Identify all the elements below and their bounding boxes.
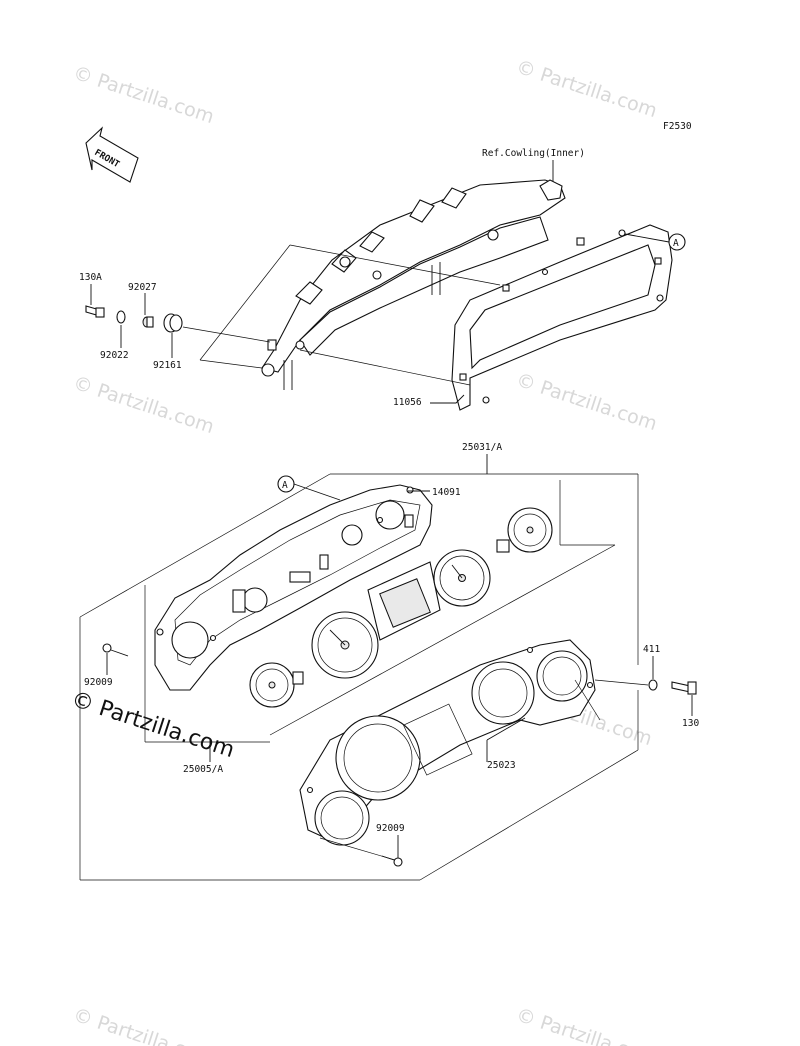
label-130: 130	[682, 718, 699, 729]
reference-marker-label: A	[282, 480, 288, 491]
watermark: © Partzilla.com	[513, 56, 659, 122]
label-130a: 130A	[79, 272, 102, 283]
hardware-upper	[85, 305, 183, 333]
screw-bottom	[381, 855, 403, 867]
watermark: © Partzilla.com	[70, 62, 216, 128]
meter-case-housing	[154, 484, 433, 691]
meter-assembly	[249, 507, 553, 708]
watermark: © Partzilla.com	[513, 369, 659, 435]
label-92027: 92027	[128, 282, 157, 293]
label-14091: 14091	[432, 487, 461, 498]
label-92161: 92161	[153, 360, 182, 371]
label-ref-cowling: Ref.Cowling(Inner)	[482, 148, 585, 159]
hardware-lower-right	[648, 679, 697, 695]
label-92009-bottom: 92009	[376, 823, 405, 834]
figure-code: F2530	[663, 121, 692, 132]
screw-left	[102, 643, 129, 657]
watermark-prominent: © Partzilla.com	[68, 687, 237, 763]
label-25031a: 25031/A	[462, 442, 502, 453]
label-25005a: 25005/A	[183, 764, 223, 775]
label-11056: 11056	[393, 397, 422, 408]
label-411: 411	[643, 644, 660, 655]
label-92009-left: 92009	[84, 677, 113, 688]
reference-marker-label: A	[673, 238, 679, 249]
watermark: © Partzilla.com	[70, 1004, 216, 1046]
watermark: © Partzilla.com	[513, 1004, 659, 1046]
meter-front-cover	[299, 639, 596, 846]
watermark: © Partzilla.com	[70, 372, 216, 438]
label-92022: 92022	[100, 350, 129, 361]
label-25023: 25023	[487, 760, 516, 771]
front-arrow-icon: FRONT	[85, 126, 139, 183]
inner-cover-panel	[451, 224, 673, 411]
meter-stay-bracket	[261, 179, 566, 390]
